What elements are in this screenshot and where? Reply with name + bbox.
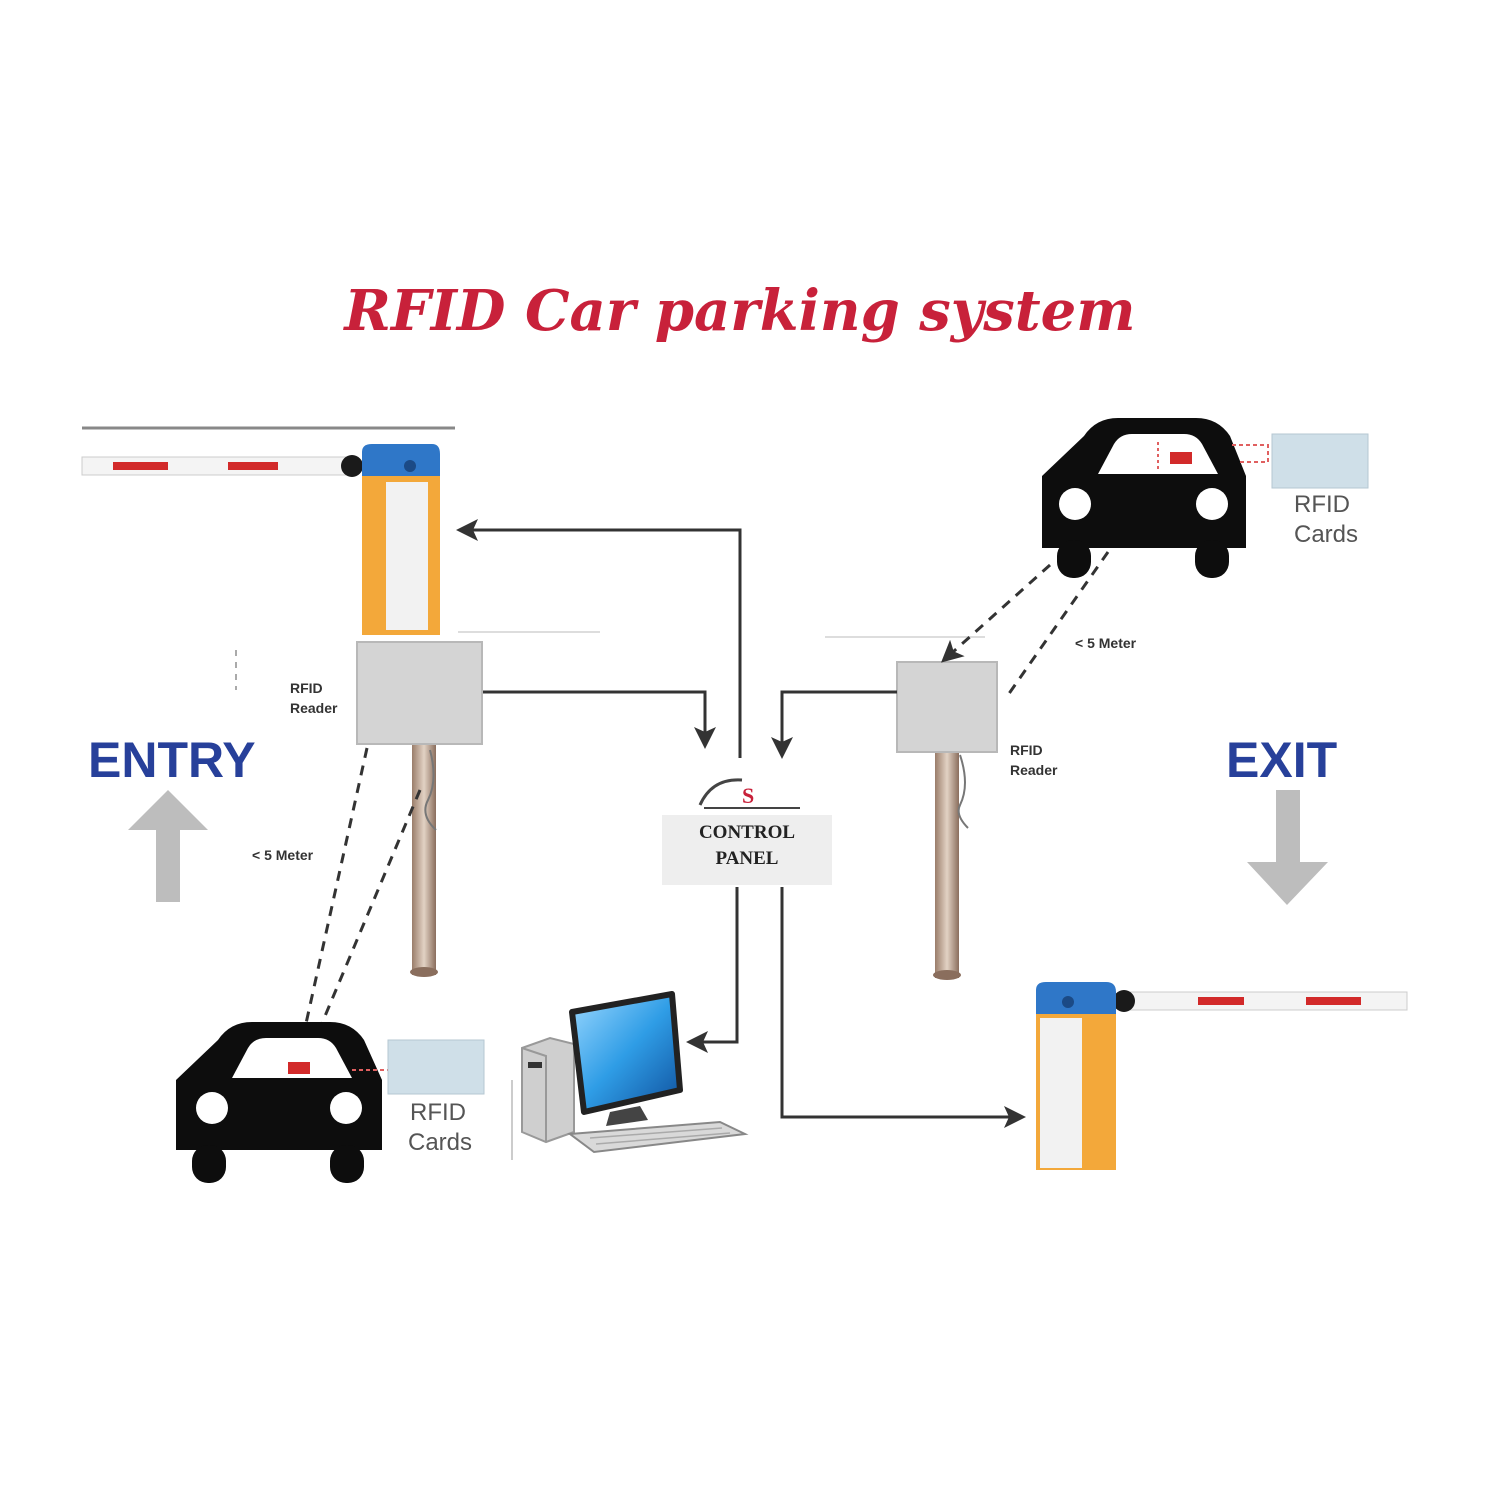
computer-icon bbox=[521, 991, 749, 1154]
entry-up-arrow bbox=[128, 790, 208, 902]
arrow-panel-to-entry-barrier bbox=[456, 519, 742, 758]
connections bbox=[456, 519, 1026, 1128]
entry-card-label-2: Cards bbox=[408, 1129, 472, 1156]
exit-rfid-reader: RFID Reader bbox=[896, 661, 1058, 980]
exit-label: EXIT bbox=[1226, 732, 1337, 788]
entry-reader-panel bbox=[356, 641, 483, 745]
control-panel-box bbox=[662, 815, 832, 885]
exit-down-arrow bbox=[1247, 790, 1328, 905]
entry-reader-label-2: Reader bbox=[290, 700, 338, 716]
exit-card-label-2: Cards bbox=[1294, 521, 1358, 548]
exit-card-shape bbox=[1271, 433, 1369, 489]
entry-rfid-card: RFID Cards bbox=[387, 1039, 485, 1156]
control-panel-label-1: CONTROL bbox=[699, 822, 795, 843]
arrow-exit-reader-to-panel bbox=[771, 690, 897, 759]
arrow-panel-to-computer bbox=[686, 887, 739, 1053]
entry-card-shape bbox=[387, 1039, 485, 1095]
arrow-entry-reader-to-panel bbox=[483, 690, 716, 749]
exit-distance-label: < 5 Meter bbox=[1075, 635, 1137, 651]
arrow-panel-to-exit-barrier bbox=[780, 887, 1026, 1128]
exit-reader-label-2: Reader bbox=[1010, 762, 1058, 778]
entry-rfid-reader: RFID Reader bbox=[235, 641, 483, 977]
entry-label: ENTRY bbox=[88, 732, 256, 788]
control-panel-logo: S bbox=[698, 778, 800, 809]
control-panel-label-2: PANEL bbox=[716, 848, 779, 869]
entry-car-icon bbox=[176, 1022, 382, 1183]
entry-reader-label-1: RFID bbox=[290, 680, 323, 696]
monitor-screen bbox=[569, 991, 683, 1115]
exit-boom-arm bbox=[1119, 991, 1408, 1011]
read-range-lines bbox=[303, 551, 1110, 1029]
control-panel: S CONTROL PANEL bbox=[662, 778, 832, 885]
exit-reader-panel bbox=[896, 661, 998, 753]
exit-car-icon bbox=[1042, 418, 1246, 578]
diagram-title: RFID Car parking system bbox=[342, 278, 1135, 344]
exit-card-label-1: RFID bbox=[1294, 491, 1350, 518]
entry-distance-label: < 5 Meter bbox=[252, 847, 314, 863]
entry-range-line-1 bbox=[303, 747, 369, 1029]
entry-card-label-1: RFID bbox=[410, 1099, 466, 1126]
exit-rfid-card: RFID Cards bbox=[1271, 433, 1369, 548]
exit-barrier bbox=[1036, 982, 1408, 1170]
exit-reader-label-1: RFID bbox=[1010, 742, 1043, 758]
entry-barrier bbox=[81, 426, 455, 635]
exit-range-line-1 bbox=[941, 563, 1052, 663]
logo-letter: S bbox=[742, 783, 754, 808]
exit-range-line-2 bbox=[1006, 551, 1110, 696]
entry-range-line-2 bbox=[318, 789, 422, 1029]
